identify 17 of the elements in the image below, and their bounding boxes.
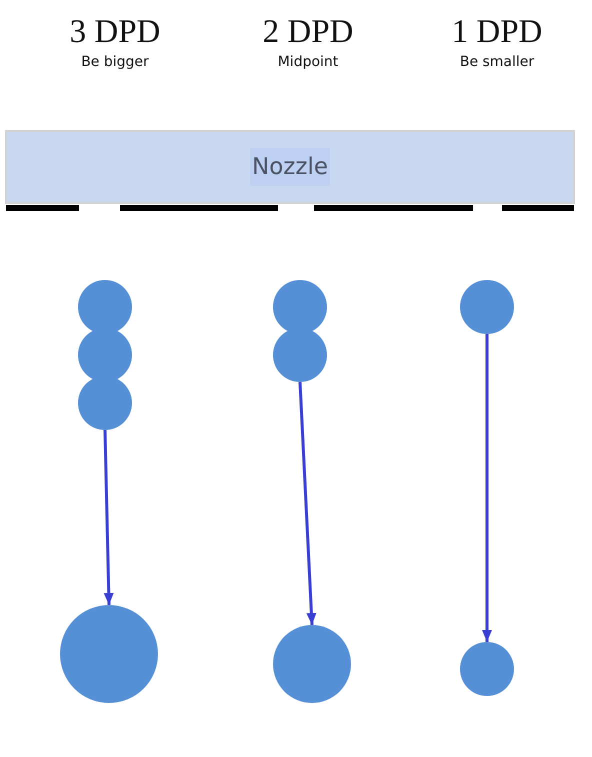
arrow [298,382,316,626]
nozzle-box [5,130,575,204]
arrow [482,334,492,642]
droplet [460,280,514,334]
droplet [460,642,514,696]
column-heading: 1 DPD [452,14,542,50]
nozzle-label: Nozzle [250,148,330,186]
droplet-group [273,280,327,382]
column-subheading: Be bigger [81,53,149,71]
column-subheading: Be smaller [460,53,534,71]
column-subheading: Midpoint [278,53,338,71]
droplet [60,605,158,703]
arrow [104,430,114,606]
column-heading: 2 DPD [262,14,354,50]
column-heading: 3 DPD [70,14,160,50]
droplet-group [78,280,132,430]
droplet [273,625,351,703]
